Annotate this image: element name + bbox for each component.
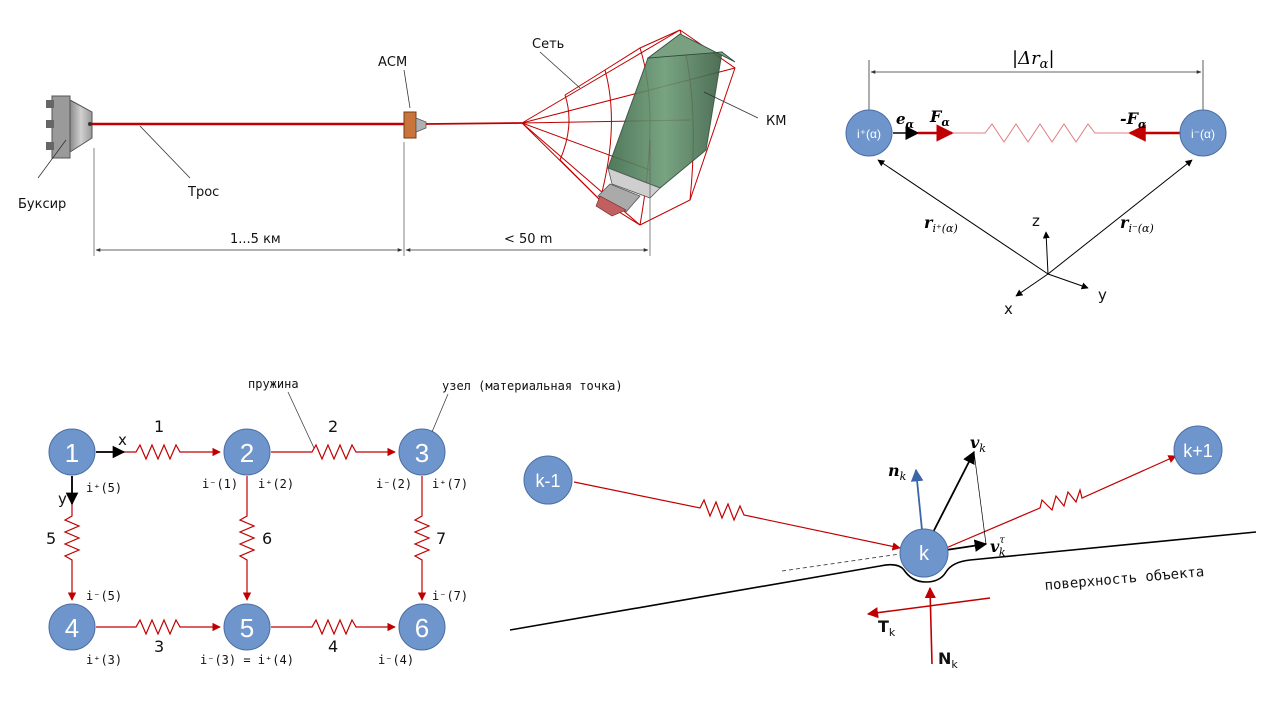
index-n5: i⁻(3) = i⁺(4) (200, 653, 294, 667)
index-n6b: i⁻(4) (378, 653, 414, 667)
spring-1 (96, 443, 221, 461)
grid-node-6-label: 6 (415, 613, 429, 643)
tug-spacecraft (46, 95, 93, 159)
axis-z-label: z (1032, 212, 1040, 230)
grid-node-2-label: 2 (240, 438, 254, 468)
r-minus-label: ri⁻(α) (1120, 213, 1154, 235)
grid-node-6 (398, 603, 446, 651)
node-k-plus-1 (1173, 425, 1223, 475)
N-k-label: Nk (938, 649, 958, 671)
spring-number-7: 7 (436, 529, 446, 548)
axis-z (1042, 231, 1050, 275)
index-n3a: i⁻(2) (376, 477, 412, 491)
axis-y-label: y (1098, 286, 1107, 304)
index-n3b: i⁺(7) (432, 477, 468, 491)
grid-node-4 (48, 603, 96, 651)
index-n4b: i⁺(3) (86, 653, 122, 667)
net-label: Сеть (532, 37, 564, 52)
node-i-plus-label: i⁺(α) (857, 127, 881, 141)
normal-vector (910, 468, 924, 531)
tether-label: Трос (187, 185, 219, 200)
km-label: КМ (766, 114, 786, 129)
grid-node-5 (223, 603, 271, 651)
grid-node-2 (223, 428, 271, 476)
spring-element-diagram: |Δrα| eα Fα -Fα i⁺(α) i⁻(α) ri⁺(α) ri⁻(α… (845, 48, 1227, 318)
node-k (899, 528, 949, 578)
grid-node-1 (48, 428, 96, 476)
friction-force-T-line (866, 597, 991, 619)
v-k-label: vk (970, 433, 986, 455)
grid-node-1-label: 1 (65, 438, 79, 468)
spring-number-5: 5 (46, 529, 56, 548)
e-alpha-label: eα (896, 110, 915, 131)
grid-node-3 (398, 428, 446, 476)
node-k-minus-1 (523, 455, 573, 505)
index-n6a: i⁻(7) (432, 589, 468, 603)
target-spacecraft-km (595, 33, 736, 217)
grid-node-4-label: 4 (65, 613, 79, 643)
asm-label: АСМ (378, 55, 407, 70)
node-i-minus-label: i⁻(α) (1191, 127, 1215, 141)
spring-k-1-to-k (573, 481, 901, 551)
axis-y (1047, 273, 1089, 290)
T-k-label: Tk (878, 617, 896, 639)
asm-module (403, 111, 427, 139)
n-k-label: nk (888, 461, 907, 483)
spring-number-3: 3 (154, 637, 164, 656)
surface-label: поверхность объекта (1044, 564, 1205, 594)
index-n2b: i⁺(2) (258, 477, 294, 491)
spring-coil (950, 123, 1130, 143)
spring-number-2: 2 (328, 417, 338, 436)
tether-system-diagram: Буксир Трос АСМ Сеть КМ 1...5 км < 50 m (18, 29, 786, 256)
spring-number-1: 1 (154, 417, 164, 436)
tug-label: Буксир (18, 197, 66, 212)
spring-6 (238, 476, 256, 601)
index-n2a: i⁻(1) (202, 477, 238, 491)
node-k-plus-1-label: k+1 (1183, 441, 1213, 461)
spring-number-4: 4 (328, 637, 338, 656)
spring-4 (271, 618, 396, 636)
node-i-plus (845, 109, 893, 157)
F-alpha-label: Fα (929, 107, 950, 129)
distance-2-label: < 50 m (504, 232, 552, 247)
node-k-label: k (919, 543, 930, 565)
grid-axis-x-label: x (118, 431, 127, 449)
tangential-velocity-vector (945, 539, 988, 552)
spring-k-to-k-1 (945, 455, 1177, 549)
object-surface (509, 531, 1257, 631)
r-minus-vector (1047, 159, 1193, 275)
axis-x-label: x (1004, 300, 1013, 318)
net-grid-diagram: x y 1 2 3 4 5 6 7 1 2 3 4 5 6 i⁺(5) i⁻(1… (46, 377, 623, 667)
node-k-minus-1-label: k-1 (535, 471, 560, 491)
normal-force-N-arrow (924, 586, 936, 665)
spring-5 (63, 476, 81, 601)
spring-2 (271, 443, 396, 461)
index-n4a: i⁻(5) (86, 589, 122, 603)
r-plus-label: ri⁺(α) (924, 213, 958, 235)
spring-3 (96, 618, 221, 636)
node-callout: узел (материальная точка) (442, 379, 623, 393)
node-i-minus (1179, 109, 1227, 157)
spring-callout: пружина (248, 377, 299, 391)
grid-node-5-label: 5 (240, 613, 254, 643)
negF-alpha-label: -Fα (1120, 109, 1147, 131)
distance-1-label: 1...5 км (230, 232, 281, 247)
grid-node-3-label: 3 (415, 438, 429, 468)
delta-r-label: |Δrα| (1012, 48, 1055, 72)
spring-number-6: 6 (262, 529, 272, 548)
axis-x (1015, 273, 1049, 297)
r-plus-vector (877, 159, 1049, 275)
index-n1: i⁺(5) (86, 481, 122, 495)
grid-axis-y-label: y (58, 490, 67, 508)
spring-7 (413, 476, 431, 601)
